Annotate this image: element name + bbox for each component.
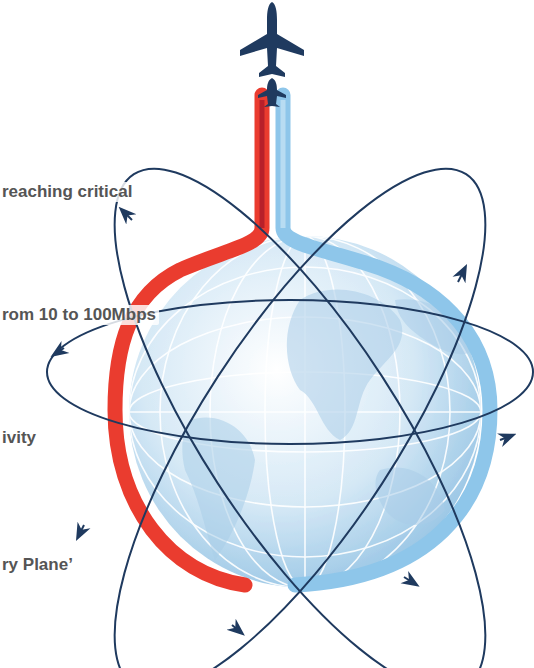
label-text: reaching critical <box>2 182 135 202</box>
red-trail-shade <box>260 100 265 228</box>
airplane <box>240 2 304 77</box>
orbit-arrows <box>58 213 508 630</box>
label-text: ry Plane’ <box>2 555 76 575</box>
label-text: ivity <box>2 428 39 448</box>
continents <box>182 290 475 560</box>
airplane-small <box>258 78 286 107</box>
orbits <box>47 121 534 668</box>
blue-trail <box>283 95 490 585</box>
label-text: rom 10 to 100Mbps <box>2 305 159 325</box>
red-trail <box>115 95 262 585</box>
blue-trail-shade <box>281 100 286 228</box>
